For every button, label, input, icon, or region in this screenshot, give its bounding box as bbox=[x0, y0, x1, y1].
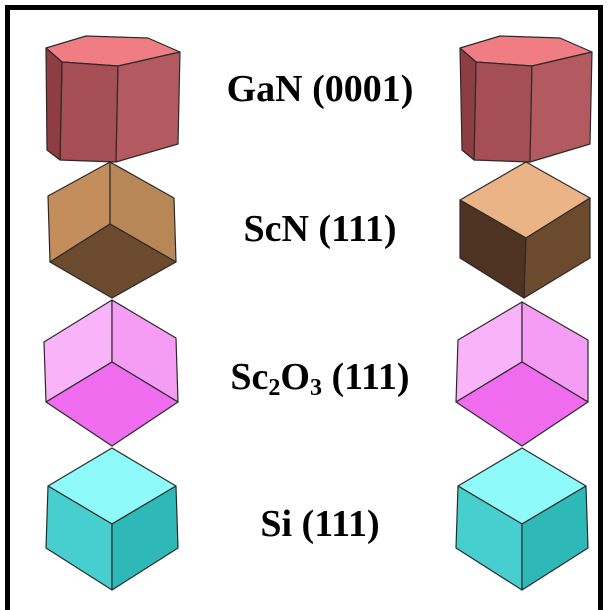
left-column bbox=[43, 35, 181, 591]
sc2o3-label-sub3: 3 bbox=[309, 375, 322, 401]
sc2o3-label-plane: (111) bbox=[321, 356, 410, 398]
si-cube-left-right bbox=[111, 485, 179, 591]
gan-prism-right bbox=[459, 35, 593, 163]
scn-cube-left-bottom bbox=[49, 223, 177, 299]
sc2o3-label-sc: Sc bbox=[230, 356, 269, 398]
scn-cube-left bbox=[47, 161, 177, 299]
sc2o3-cube-right-bottom bbox=[455, 361, 589, 447]
gan-prism-left bbox=[45, 35, 181, 163]
sc2o3-cube-right bbox=[455, 301, 589, 447]
sc2o3-label-o: O bbox=[280, 356, 310, 398]
gan-label: GaN (0001) bbox=[226, 68, 414, 110]
gan-prism-left-sliver bbox=[45, 47, 63, 161]
sc2o3-label: Sc2O3 (111) bbox=[200, 356, 440, 400]
si-label: Si (111) bbox=[260, 503, 380, 545]
sc2o3-cube-left-bottom bbox=[45, 361, 179, 447]
gan-prism-left-right bbox=[115, 51, 181, 163]
gan-prism-left-front bbox=[59, 61, 119, 163]
gan-prism-right-front bbox=[473, 61, 533, 163]
scn-cube-right-right bbox=[523, 197, 591, 299]
si-cube-right-right bbox=[521, 485, 589, 591]
si-cube-left bbox=[45, 447, 179, 591]
right-column bbox=[455, 35, 593, 591]
si-cube-right bbox=[455, 447, 589, 591]
gan-prism-right-right bbox=[529, 51, 593, 163]
scn-cube-right bbox=[459, 161, 591, 299]
scn-label: ScN (111) bbox=[243, 208, 397, 250]
sc2o3-cube-left bbox=[43, 299, 179, 447]
sc2o3-label-sub2: 2 bbox=[268, 375, 281, 401]
gan-prism-right-sliver bbox=[459, 47, 477, 161]
